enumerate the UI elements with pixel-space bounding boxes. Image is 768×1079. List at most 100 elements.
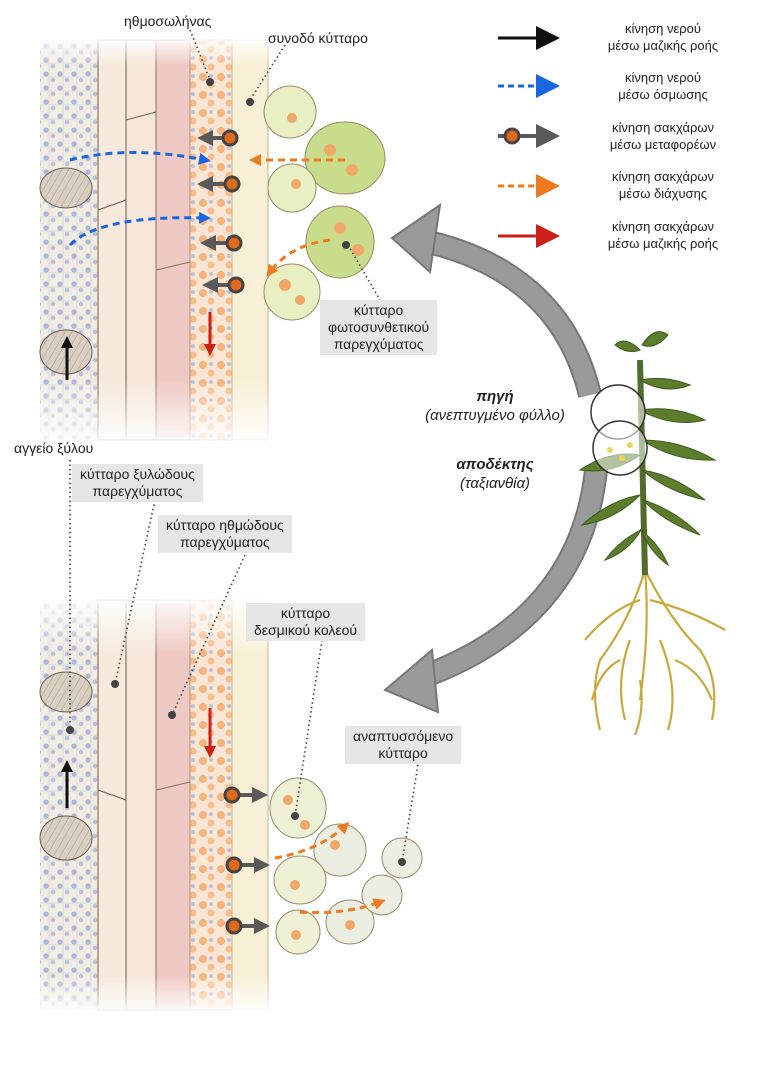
label-line: παρεγχύματος bbox=[92, 483, 183, 499]
legend-arrow-water-osmosis bbox=[498, 74, 560, 98]
label-sink: αποδέκτης (ταξιανθία) bbox=[395, 455, 595, 493]
label-xylem-vessel: αγγείο ξύλου bbox=[14, 440, 94, 456]
developing-cells bbox=[269, 777, 423, 955]
stem bbox=[637, 359, 648, 576]
sink-flower-highlight bbox=[592, 420, 648, 476]
developing-cell bbox=[269, 777, 327, 839]
legend-line: μέσω διάχυσης bbox=[618, 186, 708, 201]
source-tissue bbox=[38, 36, 386, 450]
label-line: δεσμικού κολεού bbox=[254, 622, 358, 638]
fade-overlay bbox=[38, 594, 278, 654]
fade-overlay bbox=[38, 36, 278, 66]
sugar-diffusion-arrow bbox=[266, 238, 331, 277]
sink-subtitle: (ταξιανθία) bbox=[459, 475, 531, 492]
legend-text-sugar-diffusion: κίνηση σακχάρων μέσω διάχυσης bbox=[588, 168, 738, 202]
cell-wall bbox=[97, 199, 127, 211]
sugar-carrier bbox=[225, 917, 270, 935]
mesophyll-cell bbox=[263, 85, 317, 139]
leader-lines bbox=[69, 29, 419, 863]
legend-line: κίνηση σακχάρων bbox=[611, 120, 715, 135]
xylem-pit-bottom-1 bbox=[39, 671, 93, 713]
label-phloem-parenchyma: κύτταρο ηθμώδους παρεγχύματος bbox=[158, 515, 292, 553]
companion-cell-bottom bbox=[189, 599, 233, 1011]
legend-text-sugar-mass-flow: κίνηση σακχάρων μέσω μαζικής ροής bbox=[588, 218, 738, 252]
label-source: πηγή (ανεπτυγμένο φύλλο) bbox=[395, 387, 595, 425]
mesophyll-cells bbox=[263, 85, 386, 321]
legend-line: κίνηση σακχάρων bbox=[611, 169, 715, 184]
source-arrow-head bbox=[390, 202, 442, 274]
flowers bbox=[607, 442, 633, 461]
sink-arrow-shaft bbox=[416, 468, 606, 688]
legend-text-water-mass-flow: κίνηση νερού μέσω μαζικής ροής bbox=[588, 20, 738, 54]
legend-line: μέσω μαζικής ροής bbox=[607, 38, 719, 53]
source-title: πηγή bbox=[476, 388, 514, 405]
xylem-vessel-bottom bbox=[40, 600, 98, 1010]
source-arrow-shaft bbox=[417, 230, 600, 398]
sugar-carrier bbox=[223, 786, 268, 804]
label-developing-cell: αναπτυσσόμενο κύτταρο bbox=[345, 726, 462, 764]
xylem-pit-bottom-2 bbox=[39, 815, 93, 861]
sugar-diffusion-arrow bbox=[299, 898, 386, 915]
water-osmosis-arrow bbox=[68, 211, 211, 247]
source-subtitle: (ανεπτυγμένο φύλλο) bbox=[425, 407, 565, 424]
cell-wall bbox=[155, 261, 191, 271]
sugar-diffusion-arrow bbox=[274, 821, 350, 860]
mesophyll-cell bbox=[305, 205, 375, 279]
legend-line: κίνηση νερού bbox=[624, 70, 701, 85]
legend-line: μέσω μεταφορέων bbox=[609, 137, 717, 152]
phloem-parenchyma-bottom bbox=[125, 599, 157, 1011]
label-line: κύτταρο bbox=[353, 302, 404, 318]
label-companion-cell: συνοδό κύτταρο bbox=[268, 30, 368, 46]
sieve-tube-bottom bbox=[155, 599, 191, 1011]
legend-line: μέσω όσμωσης bbox=[618, 87, 708, 102]
label-line: παρεγχύματος bbox=[180, 534, 270, 550]
sugar-carrier bbox=[200, 234, 243, 252]
label-line: κύτταρο ηθμώδους bbox=[166, 517, 284, 533]
leader-dots bbox=[66, 78, 406, 866]
developing-cell bbox=[273, 855, 327, 905]
label-line: αναπτυσσόμενο bbox=[353, 728, 454, 744]
legend-arrow-water-mass-flow bbox=[498, 26, 560, 50]
xylem-parenchyma-top bbox=[97, 39, 127, 441]
label-mesophyll-cell: κύτταρο φωτοσυνθετικού παρεγχύματος bbox=[320, 300, 438, 355]
legend-text-sugar-carriers: κίνηση σακχάρων μέσω μεταφορέων bbox=[588, 119, 738, 153]
label-line: κύτταρο ξυλώδους bbox=[80, 466, 195, 482]
label-line: φωτοσυνθετικού bbox=[328, 319, 430, 335]
sugar-carrier bbox=[225, 856, 270, 874]
label-xylem-parenchyma: κύτταρο ξυλώδους παρεγχύματος bbox=[72, 464, 203, 502]
xylem-pit-top-1 bbox=[39, 167, 93, 209]
sink-arrow-head bbox=[383, 647, 440, 714]
tomato-plant-illustration bbox=[578, 331, 726, 736]
label-line: κύτταρο bbox=[378, 745, 428, 761]
developing-cell bbox=[361, 874, 403, 916]
cell-wall bbox=[97, 789, 127, 801]
sink-title: αποδέκτης bbox=[456, 456, 534, 473]
bundle-sheath-bottom bbox=[231, 599, 269, 1011]
sugar-carrier bbox=[197, 175, 241, 193]
legend-line: κίνηση νερού bbox=[624, 21, 701, 36]
legend-arrow-sugar-carriers bbox=[498, 124, 560, 148]
label-bundle-sheath: κύτταρο δεσμικού κολεού bbox=[246, 603, 366, 641]
cell-wall bbox=[155, 781, 191, 791]
sugar-carrier bbox=[202, 276, 245, 294]
cell-wall bbox=[125, 111, 157, 121]
legend-line: μέσω μαζικής ροής bbox=[607, 236, 719, 251]
roots bbox=[584, 569, 726, 736]
mesophyll-cell bbox=[304, 121, 386, 195]
legend-text-water-osmosis: κίνηση νερού μέσω όσμωσης bbox=[588, 69, 738, 103]
fade-overlay bbox=[38, 380, 278, 450]
legend-arrow-sugar-diffusion bbox=[498, 174, 560, 198]
label-line: κύτταρο bbox=[280, 605, 331, 621]
fade-overlay bbox=[38, 975, 278, 1015]
legend-line: κίνηση σακχάρων bbox=[611, 219, 715, 234]
label-line: παρεγχύματος bbox=[333, 336, 424, 352]
xylem-parenchyma-bottom bbox=[97, 599, 127, 1011]
legend-arrow-sugar-mass-flow bbox=[498, 224, 560, 248]
water-osmosis-arrow bbox=[69, 151, 211, 165]
sink-tissue bbox=[38, 594, 423, 1015]
sieve-tube-top bbox=[155, 39, 191, 441]
legend-arrows bbox=[498, 26, 560, 248]
mesophyll-cell bbox=[263, 263, 321, 321]
mesophyll-cell bbox=[267, 163, 317, 213]
